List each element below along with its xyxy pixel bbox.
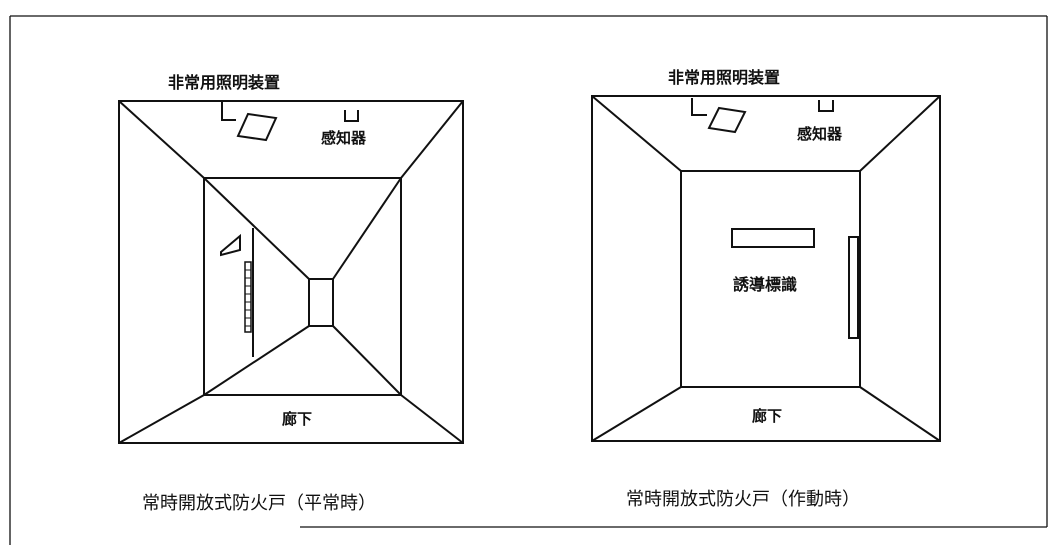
- right-caption: 常時開放式防火戸（作動時）: [626, 489, 860, 510]
- right-diagonal-br: [859, 386, 941, 442]
- left-emergency-light-label: 非常用照明装置: [168, 73, 280, 92]
- left-outer-frame: [118, 100, 464, 444]
- right-emergency-light-label: 非常用照明装置: [668, 68, 780, 87]
- right-closed-door: [680, 170, 861, 388]
- right-floor-label: 廊下: [752, 407, 782, 425]
- door-handle: [848, 236, 859, 339]
- outer-frame: [9, 15, 1048, 545]
- left-diagonal-br: [400, 394, 464, 444]
- far-end-door: [308, 278, 334, 327]
- right-diagonal-tr: [859, 95, 941, 172]
- left-caption: 常時開放式防火戸（平常時）: [142, 493, 376, 514]
- left-corridor-line-bl: [203, 325, 310, 396]
- right-corridor-view: [591, 95, 941, 442]
- left-diagonal-bl: [118, 394, 205, 444]
- left-corridor-line-tr: [332, 177, 402, 280]
- left-floor-label: 廊下: [282, 410, 312, 428]
- left-sensor-label: 感知器: [321, 129, 367, 147]
- right-sensor-label: 感知器: [797, 125, 843, 143]
- left-door-opening: [203, 177, 402, 396]
- left-corridor-line-br: [332, 325, 402, 396]
- right-outer-frame: [591, 95, 941, 442]
- left-diagonal-tr: [400, 100, 464, 179]
- exit-sign-bar: [731, 228, 815, 248]
- door-hinge-marks: [244, 261, 252, 333]
- left-diagonal-tl: [118, 100, 205, 179]
- emergency-light-icon: [691, 98, 747, 134]
- emergency-light-icon: [221, 102, 278, 142]
- left-corridor-line-tl: [203, 177, 310, 280]
- right-diagonal-tl: [591, 95, 682, 172]
- exit-sign-label: 誘導標識: [733, 275, 797, 294]
- sensor-icon: [344, 110, 359, 122]
- wall-light-icon: [220, 233, 241, 257]
- sensor-icon: [818, 100, 834, 112]
- right-diagonal-bl: [591, 386, 682, 442]
- left-corridor-view: [118, 100, 464, 444]
